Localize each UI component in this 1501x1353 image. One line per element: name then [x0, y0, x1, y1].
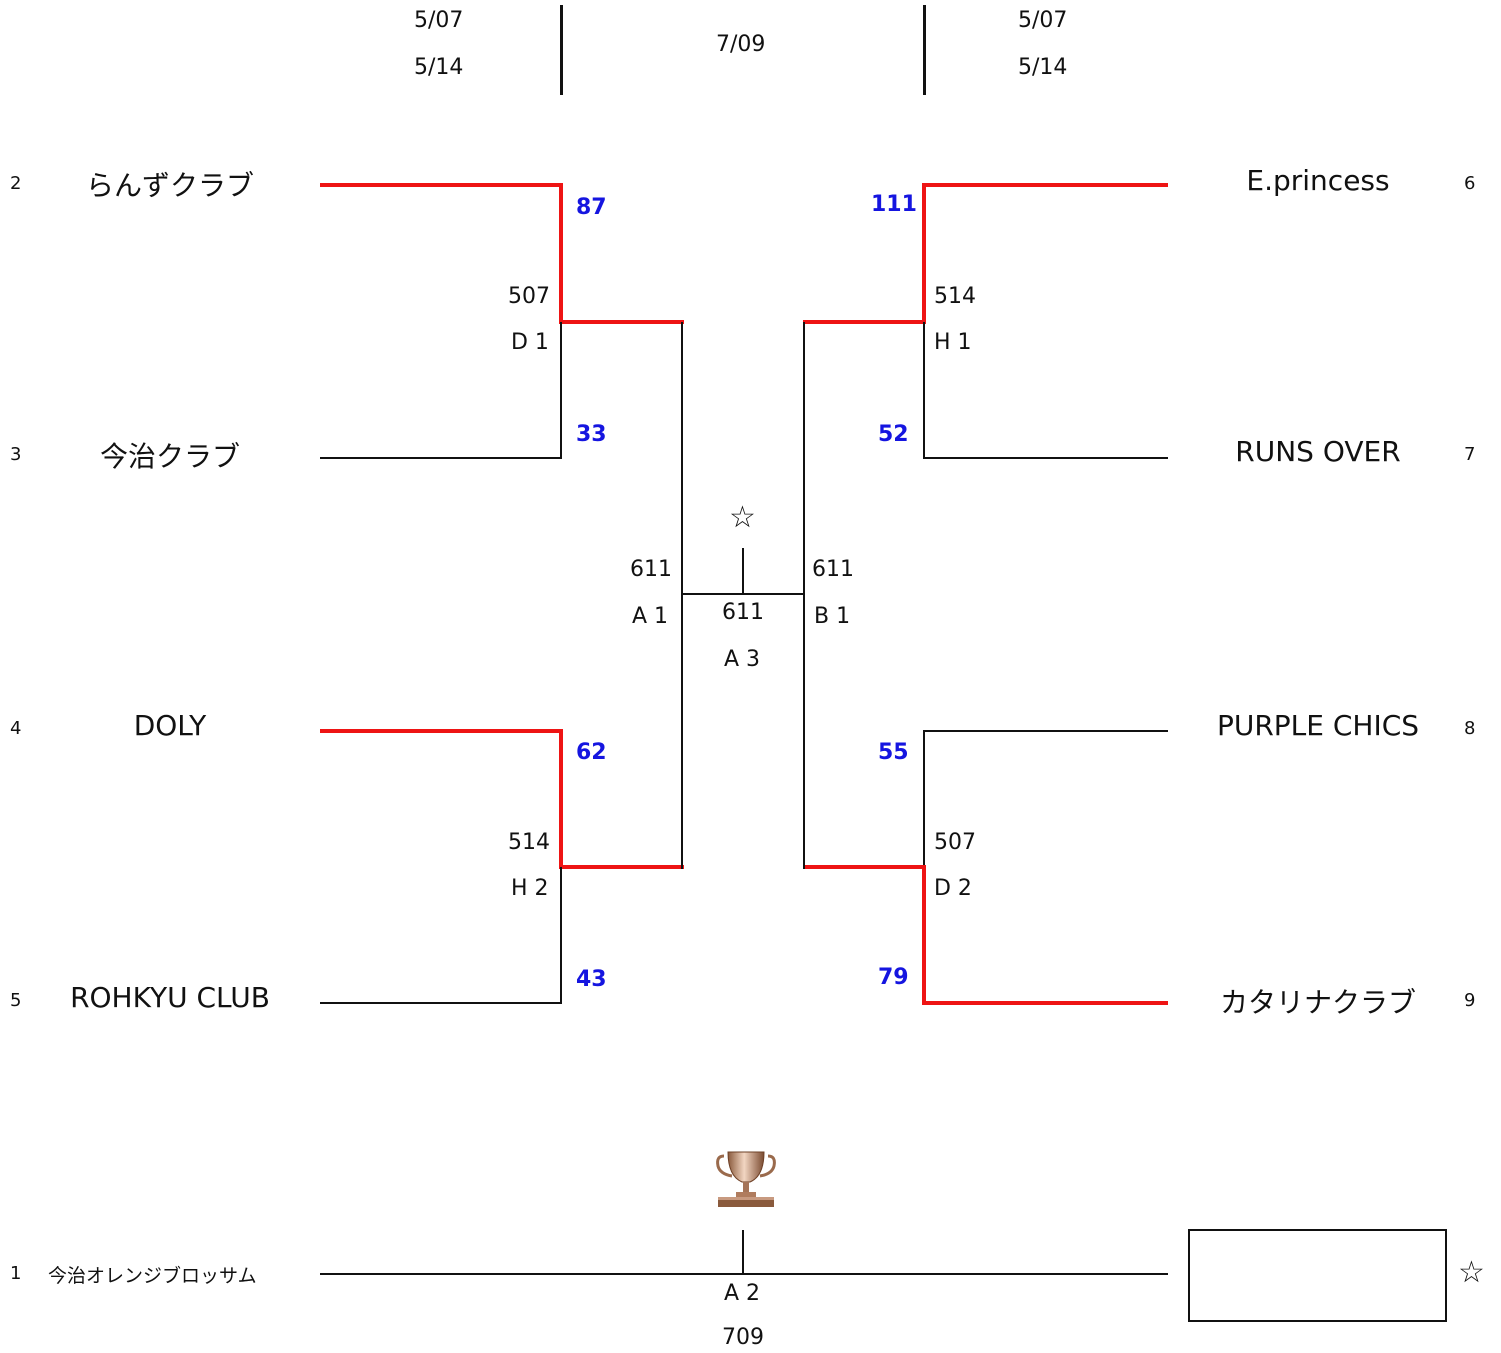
- team-seed: 2: [10, 173, 22, 194]
- team-name: 今治オレンジブロッサム: [48, 1265, 257, 1287]
- team-name: RUNS OVER: [1235, 435, 1401, 468]
- team-seed: 5: [10, 990, 22, 1011]
- match-date: 507: [508, 284, 550, 309]
- bracket-line: [803, 320, 926, 324]
- bracket-line: [560, 322, 562, 459]
- bracket-line: [559, 729, 563, 869]
- header-left-date-2: 5/14: [414, 55, 464, 80]
- header-right-date-1: 5/07: [1018, 8, 1068, 33]
- match-court: D 2: [934, 876, 972, 901]
- bracket-line: [320, 1002, 562, 1004]
- match-date: 611: [630, 557, 672, 582]
- trophy-icon: [716, 1151, 776, 1207]
- match-score: 52: [878, 422, 909, 447]
- bracket-line: [922, 183, 926, 324]
- team-seed: 3: [10, 444, 22, 465]
- header-center-date: 7/09: [716, 32, 766, 57]
- team-name: カタリナクラブ: [1219, 986, 1416, 1019]
- bracket-line: [803, 865, 926, 869]
- bracket-line: [681, 322, 683, 869]
- match-score: 33: [576, 422, 607, 447]
- match-score: 55: [878, 740, 909, 765]
- team-name: PURPLE CHICS: [1216, 709, 1420, 742]
- bracket-line: [560, 867, 562, 1004]
- bracket-line: [320, 457, 562, 459]
- header-left-date-1: 5/07: [414, 8, 464, 33]
- bracket-line: [922, 183, 1168, 187]
- bracket-line: [683, 593, 803, 595]
- bracket-line: [923, 730, 925, 867]
- bracket-line: [559, 320, 684, 324]
- bracket-line: [803, 322, 805, 869]
- team-name: DOLY: [133, 709, 207, 742]
- match-date: 709: [722, 1325, 764, 1350]
- match-score: 87: [576, 195, 607, 220]
- match-score: 79: [878, 965, 909, 990]
- team-seed: 9: [1464, 990, 1476, 1011]
- bracket-line: [559, 183, 563, 324]
- bracket-line: [923, 730, 1168, 732]
- team-name: ROHKYU CLUB: [70, 981, 270, 1014]
- bracket-line: [922, 865, 926, 1005]
- bracket-line: [320, 729, 563, 733]
- champion-box-star-icon: ☆: [1458, 1255, 1485, 1290]
- bracket-line: [742, 548, 744, 594]
- champion-star-icon: ☆: [729, 500, 756, 535]
- header-divider-left: [560, 5, 563, 95]
- match-score: 111: [871, 192, 917, 217]
- match-court: H 2: [511, 876, 549, 901]
- match-score: 62: [576, 740, 607, 765]
- team-name: らんずクラブ: [85, 169, 254, 202]
- match-score: 43: [576, 967, 607, 992]
- team-seed: 8: [1464, 718, 1476, 739]
- match-date: 514: [508, 830, 550, 855]
- team-seed: 4: [10, 718, 22, 739]
- bracket-line: [923, 322, 925, 459]
- team-seed: 1: [10, 1263, 22, 1284]
- match-date: 514: [934, 284, 976, 309]
- bracket-line: [320, 1273, 1168, 1275]
- bracket-line: [923, 457, 1168, 459]
- bracket-line: [559, 865, 684, 869]
- match-court: H 1: [934, 330, 972, 355]
- match-court: A 1: [632, 604, 669, 629]
- match-court: B 1: [814, 604, 851, 629]
- match-court: D 1: [511, 330, 549, 355]
- bracket-line: [742, 1230, 744, 1274]
- match-date: 507: [934, 830, 976, 855]
- header-right-date-2: 5/14: [1018, 55, 1068, 80]
- match-date: 611: [812, 557, 854, 582]
- team-name: E.princess: [1246, 164, 1390, 197]
- match-court: A 3: [724, 647, 761, 672]
- match-date: 611: [722, 600, 764, 625]
- team-seed: 6: [1464, 173, 1476, 194]
- team-seed: 7: [1464, 444, 1476, 465]
- champion-box: [1188, 1229, 1447, 1322]
- match-court: A 2: [724, 1281, 761, 1306]
- bracket-line: [320, 183, 563, 187]
- header-divider-right: [923, 5, 926, 95]
- team-name: 今治クラブ: [99, 440, 240, 473]
- bracket-line: [922, 1001, 1168, 1005]
